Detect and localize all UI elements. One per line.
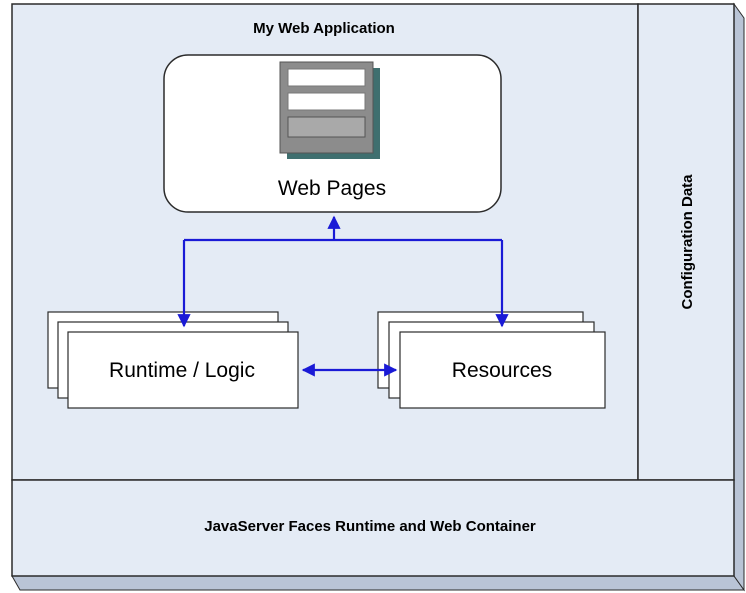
resources-label: Resources <box>452 359 552 382</box>
container-label: JavaServer Faces Runtime and Web Contain… <box>204 518 536 535</box>
base-shadow <box>11 575 745 591</box>
configuration-panel <box>637 3 735 481</box>
web-page-icon <box>279 61 380 159</box>
app-title: My Web Application <box>253 20 395 37</box>
resources-stack <box>377 311 606 409</box>
configuration-data-label: Configuration Data <box>679 174 696 310</box>
web-pages-label: Web Pages <box>278 177 386 200</box>
side-shadow <box>733 2 745 592</box>
connectors <box>177 215 509 377</box>
resources-box <box>399 331 606 409</box>
runtime-logic-label: Runtime / Logic <box>109 359 255 382</box>
container-panel <box>11 479 735 577</box>
runtime-logic-stack <box>47 311 299 409</box>
runtime-logic-box <box>67 331 299 409</box>
